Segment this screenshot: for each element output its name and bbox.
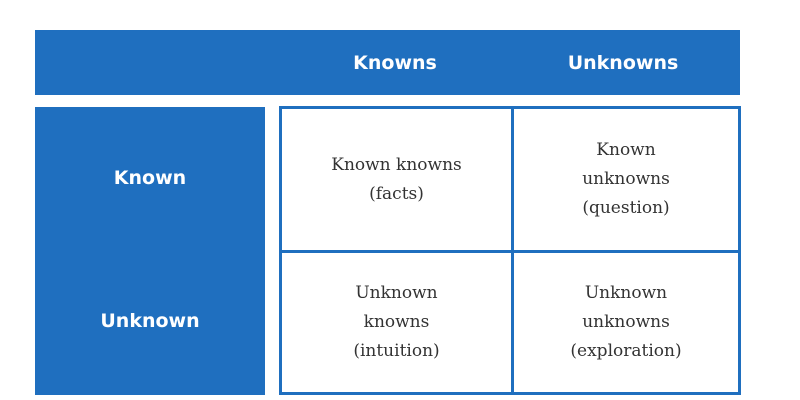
matrix-grid: Known knowns (facts) Known unknowns (que… <box>279 106 741 395</box>
grid-horizontal-divider <box>282 250 738 253</box>
row-header-known: Known <box>113 167 187 189</box>
column-header-unknowns: Unknowns <box>567 51 679 74</box>
row-header-panel: Known Unknown <box>35 107 265 395</box>
column-header-bar: Knowns Unknowns <box>35 30 740 95</box>
cell-known-unknowns: Known unknowns (question) <box>582 140 670 218</box>
column-header-knowns: Knowns <box>353 51 437 74</box>
cell-unknown-knowns: Unknown knowns (intuition) <box>353 283 440 361</box>
row-header-unknown: Unknown <box>100 310 200 332</box>
cell-known-knowns: Known knowns (facts) <box>331 154 462 204</box>
cell-unknown-unknowns: Unknown unknowns (exploration) <box>570 283 682 361</box>
